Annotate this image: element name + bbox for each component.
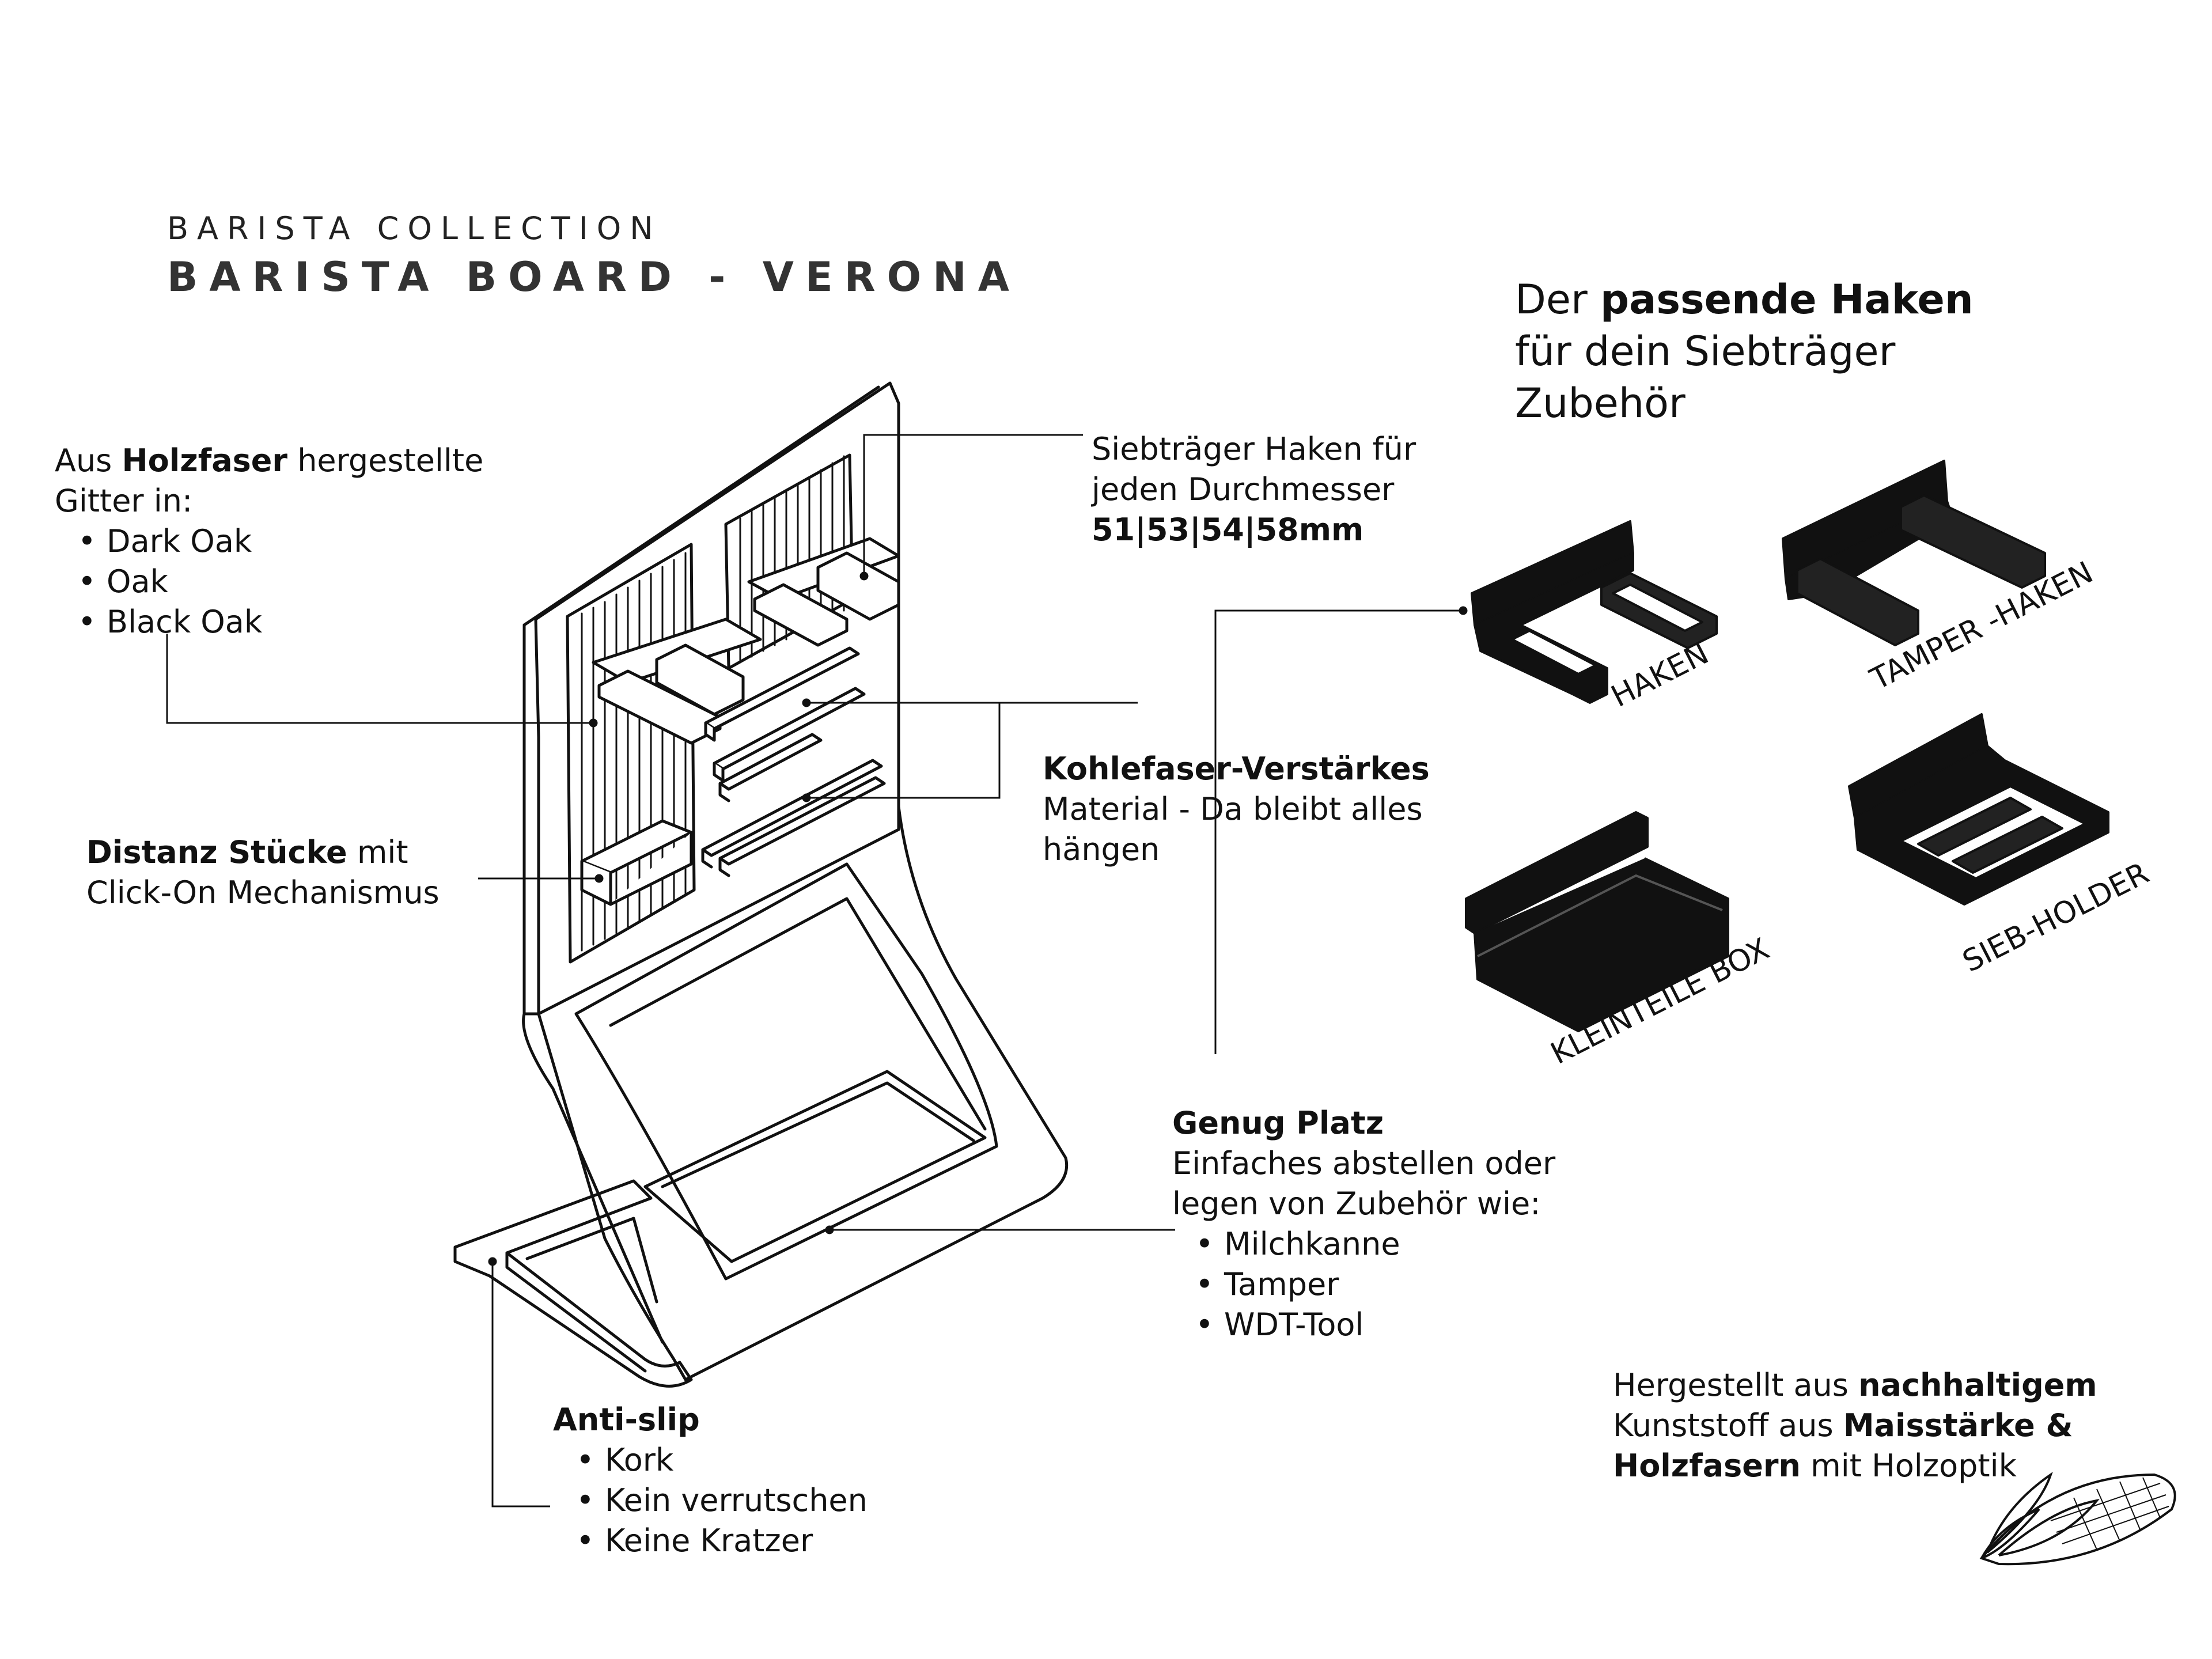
leader-antislip [491, 1262, 550, 1508]
list-item: Kein verrutschen [553, 1480, 868, 1521]
sustainability-note: Hergestellt aus nachhaltigem Kunststoff … [1613, 1365, 2097, 1486]
text: Einfaches abstellen oder [1172, 1145, 1556, 1181]
shelf-tray [643, 1070, 987, 1263]
stand-curve [537, 805, 1069, 1381]
list-item: Tamper [1172, 1264, 1555, 1305]
collection-label: BARISTA COLLECTION [167, 210, 662, 247]
text-bold: passende Haken [1600, 276, 1974, 323]
text: Der [1515, 276, 1600, 323]
list-item: Keine Kratzer [553, 1521, 868, 1561]
leader-haken [1214, 609, 1463, 1054]
list-item: WDT-Tool [1172, 1305, 1555, 1345]
corn-icon [1979, 1471, 2176, 1566]
text-bold: nachhaltigem [1858, 1367, 2097, 1403]
list-item: Dark Oak [55, 521, 483, 562]
list-item: Kork [553, 1440, 868, 1480]
left-grid [566, 543, 696, 964]
text-bold: Anti-slip [553, 1402, 700, 1438]
text: für dein Siebträger [1515, 328, 1896, 375]
text: jeden Durchmesser [1092, 471, 1395, 507]
text: legen von Zubehör wie: [1172, 1185, 1541, 1222]
accessories-title: Der passende Haken für dein Siebträger Z… [1515, 274, 1974, 429]
leader-kohlefaser [806, 702, 1138, 799]
list-item: Black Oak [55, 602, 483, 642]
callout-holzfaser: Aus Holzfaser hergestellte Gitter in: Da… [55, 441, 483, 642]
sieb-holder-accessory [1848, 713, 2109, 906]
leader-holzfaser [166, 634, 593, 724]
text: Kunststoff aus [1613, 1407, 1843, 1444]
text: Zubehör [1515, 380, 1685, 427]
callout-distanz: Distanz Stücke mit Click-On Mechanismus [86, 832, 440, 913]
text: Click-On Mechanismus [86, 874, 440, 911]
callout-antislip: Anti-slip Kork Kein verrutschen Keine Kr… [553, 1400, 868, 1561]
board-hooks-right [747, 537, 900, 647]
text-bold: Holzfaser [122, 442, 288, 479]
callout-platz: Genug Platz Einfaches abstellen oder leg… [1172, 1103, 1555, 1345]
kleinteile-box-accessory [1465, 811, 1729, 1032]
carbon-bars [701, 646, 886, 877]
text: Aus [55, 442, 122, 479]
text: hängen [1043, 831, 1160, 868]
tamper-haken-accessory [1782, 460, 2046, 646]
text: mit [347, 834, 408, 870]
leader-siebtraeger [863, 434, 1083, 576]
text: Siebträger Haken für [1092, 431, 1416, 467]
haken-accessory [1471, 520, 1718, 704]
spacer-block [580, 819, 693, 906]
callout-siebtraeger: Siebträger Haken für jeden Durchmesser 5… [1092, 429, 1416, 550]
text-bold: Holzfasern [1613, 1448, 1801, 1484]
text: mit Holzoptik [1801, 1448, 2017, 1484]
text: hergestellte [287, 442, 484, 479]
list-item: Oak [55, 562, 483, 602]
board-hooks-left [592, 618, 762, 745]
callout-kohlefaser: Kohlefaser-Verstärkes Material - Da blei… [1043, 749, 1430, 870]
base-plate [453, 1179, 693, 1388]
text-bold: Maisstärke & [1843, 1407, 2073, 1444]
text-bold: Kohlefaser-Verstärkes [1043, 751, 1430, 787]
text: Material - Da bleibt alles [1043, 791, 1423, 827]
text: Gitter in: [55, 483, 193, 519]
list-item: Milchkanne [1172, 1224, 1555, 1264]
text: Hergestellt aus [1613, 1367, 1859, 1403]
product-title: BARISTA BOARD - VERONA [167, 253, 1021, 301]
stand-shelf [574, 862, 998, 1281]
text-bold: Distanz Stücke [86, 834, 347, 870]
text-bold: Genug Platz [1172, 1105, 1384, 1141]
text-bold: 51|53|54|58mm [1092, 512, 1364, 548]
